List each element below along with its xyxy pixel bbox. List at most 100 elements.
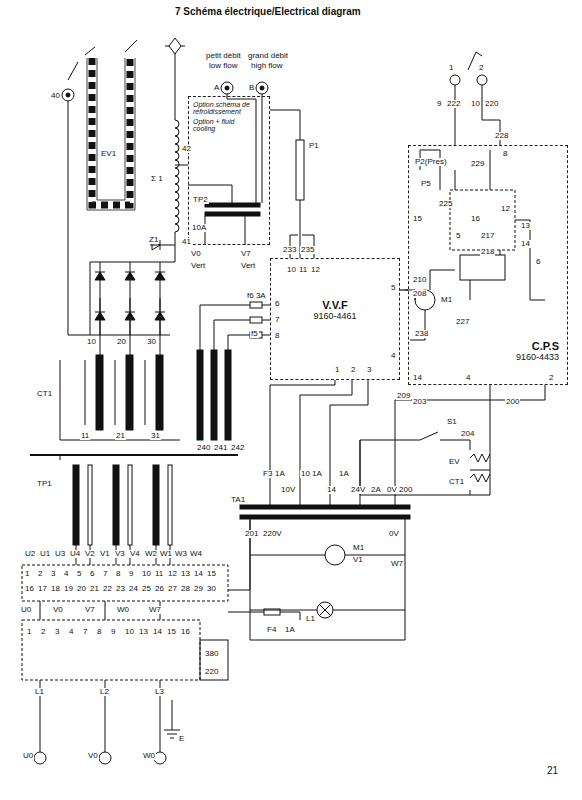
terminal-label: W7	[148, 606, 162, 614]
terminal-label: 4	[63, 570, 69, 578]
terminal-label: 2A	[370, 486, 382, 494]
terminal-label: U4	[69, 550, 81, 558]
terminal-label: 241	[213, 444, 228, 452]
terminal-label: V3	[114, 550, 126, 558]
terminal-label: 42	[181, 145, 192, 153]
terminal-label: 210	[412, 276, 427, 284]
terminal-label: 0V	[388, 530, 400, 538]
terminal-label: L1	[305, 615, 316, 623]
terminal-label: 2	[478, 64, 484, 72]
terminal-label: 15	[166, 628, 177, 636]
node-text: Option schéma de refroidissement	[193, 101, 251, 115]
terminal-label: V2	[84, 550, 96, 558]
terminal-label: f5	[250, 330, 259, 338]
terminal-label: 12	[500, 205, 511, 213]
terminal-label: 10	[286, 266, 297, 274]
terminal-label: W7	[390, 560, 404, 568]
terminal-label: 41	[181, 238, 192, 246]
terminal-label: W1	[159, 550, 173, 558]
terminal-label: TP1	[36, 480, 53, 488]
terminal-label: 21	[89, 585, 100, 593]
terminal-label: CT1	[448, 478, 465, 486]
control-board-box: V.V.F9160-4461	[270, 258, 400, 380]
terminal-label: 20	[76, 585, 87, 593]
node-text: C.P.S	[514, 340, 561, 352]
wire-stroke	[175, 120, 179, 232]
terminal-label: 8	[502, 150, 508, 158]
wire-stroke	[125, 272, 135, 280]
terminal-label: 208	[412, 290, 427, 298]
terminal-label: TA1	[230, 496, 246, 504]
wire-stroke	[470, 474, 490, 482]
terminal-label: 1	[334, 366, 340, 374]
terminal-label: 14	[412, 374, 423, 382]
terminal-label: 11	[298, 266, 308, 274]
terminal-label: 30	[146, 338, 157, 346]
terminal-label: V4	[129, 550, 141, 558]
terminal-label: 227	[455, 318, 470, 326]
terminal-label: 26	[154, 585, 165, 593]
terminal-label: 11	[154, 570, 164, 578]
terminal-label: f6 3A	[246, 292, 267, 300]
terminal-label: 15	[412, 215, 423, 223]
terminal-label: 200	[505, 398, 520, 406]
terminal-label: F4	[266, 626, 277, 634]
terminal-label: 201	[244, 530, 259, 538]
terminal-label: 7	[82, 628, 88, 636]
terminal-label: U3	[54, 550, 66, 558]
terminal-label: 240	[196, 444, 211, 452]
terminal-label: high flow	[250, 62, 284, 70]
terminal-label: 10A	[191, 224, 207, 232]
terminal-label: 2	[350, 366, 356, 374]
terminal-label: 21	[546, 766, 559, 776]
terminal-label: 13	[138, 628, 149, 636]
terminal-label: W2	[144, 550, 158, 558]
terminal-label: 225	[438, 200, 453, 208]
terminal-label: F3	[262, 470, 273, 478]
terminal-label: 20	[116, 338, 127, 346]
terminal-label: 24V	[350, 486, 366, 494]
terminal-label: 228	[494, 132, 509, 140]
terminal-label: 9	[110, 628, 116, 636]
terminal-label: 242	[230, 444, 245, 452]
terminal-label: 2	[37, 570, 43, 578]
terminal-label: L2	[99, 688, 110, 696]
terminal-label: 0V 200	[386, 486, 413, 494]
terminal-label: 29	[193, 585, 204, 593]
terminal-label: 14	[326, 486, 337, 494]
terminal-label: 5	[455, 232, 461, 240]
terminal-label: Σ 1	[150, 175, 164, 183]
terminal-label: M1	[440, 296, 453, 304]
terminal-label: EV1	[100, 150, 117, 158]
wire-stroke	[470, 454, 490, 462]
terminal-label: 4	[465, 374, 471, 382]
terminal-label: V7	[84, 606, 96, 614]
terminal-label: V0	[190, 250, 202, 258]
terminal-label: CT1	[36, 390, 53, 398]
terminal-label: low flow	[208, 62, 238, 70]
wire-stroke	[95, 312, 105, 320]
terminal-label: 9	[128, 570, 134, 578]
terminal-label: 28	[180, 585, 191, 593]
terminal-label: 14	[193, 570, 204, 578]
wire-stroke	[470, 470, 490, 471]
terminal-label: 15	[206, 570, 217, 578]
terminal-label: 30	[206, 585, 217, 593]
terminal-label: 19	[63, 585, 74, 593]
terminal-label: P1	[308, 142, 320, 150]
terminal-label: 8	[115, 570, 121, 578]
terminal-label: EV	[448, 458, 461, 466]
terminal-label: 220	[484, 100, 499, 108]
terminal-label: 2	[40, 628, 46, 636]
terminal-label: U0	[22, 752, 34, 760]
terminal-label: 3	[54, 628, 60, 636]
terminal-label: 209	[396, 392, 411, 400]
node-text: V.V.F	[271, 299, 399, 311]
terminal-label: 12	[310, 266, 321, 274]
terminal-label: W3	[174, 550, 188, 558]
terminal-label: 3	[50, 570, 56, 578]
terminal-label: 217	[480, 232, 495, 240]
terminal-label: V1	[99, 550, 111, 558]
terminal-label: 203	[412, 398, 427, 406]
